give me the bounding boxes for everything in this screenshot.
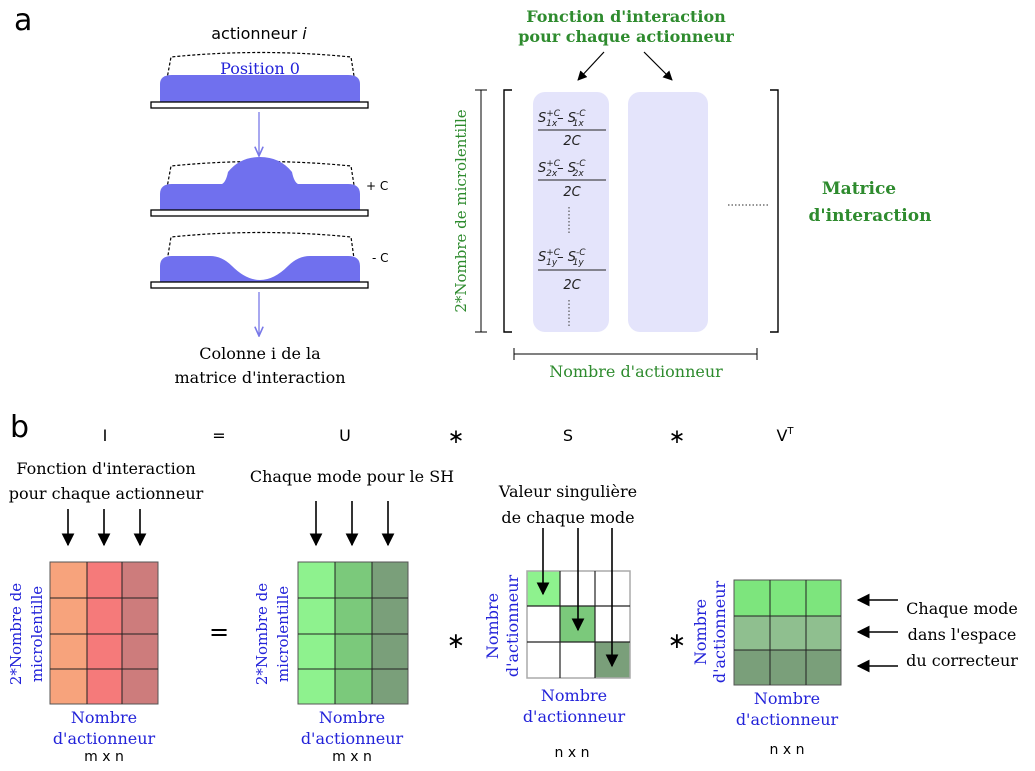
VT-cols-label-1: Nombre: [754, 689, 820, 708]
equation-row: I = U ∗ S ∗ VT: [103, 424, 795, 448]
matrix-bracket-left: [503, 89, 512, 333]
column-caption-line2: matrice d'interaction: [174, 368, 345, 387]
eq-star-2: ∗: [669, 424, 686, 448]
S-cols-label-2: d'actionneur: [523, 707, 626, 726]
matrix-U: [297, 561, 409, 705]
VT-cols-label-2: d'actionneur: [736, 710, 839, 729]
matrix-I: [49, 561, 159, 705]
svg-text:2C: 2C: [563, 278, 581, 293]
U-cols-label-2: d'actionneur: [301, 729, 404, 748]
svg-text:2C: 2C: [563, 185, 581, 200]
singular-arrows: [536, 528, 619, 668]
singular-label-line2: de chaque mode: [501, 508, 634, 527]
matrix-label-line1: Matrice: [822, 179, 896, 199]
eq-I: I: [103, 426, 108, 445]
U-dims: m x n: [332, 749, 372, 765]
matrix-column-2: [628, 92, 708, 332]
I-cols-label-2: d'actionneur: [53, 729, 156, 748]
matrix-bracket-right: [770, 89, 779, 333]
singular-label-line1: Valeur singulière: [498, 482, 637, 501]
cols-label: Nombre d'actionneur: [549, 362, 723, 381]
panel-a-label: a: [14, 3, 32, 38]
position-label: Position 0: [220, 59, 300, 78]
matrix-label-line2: d'interaction: [809, 206, 932, 226]
eq-equals: =: [212, 426, 225, 445]
matrix-star-1: ∗: [447, 629, 465, 654]
cols-bracket: [513, 348, 758, 360]
rows-bracket: [475, 89, 487, 333]
actuator-plus-c: + C: [150, 157, 388, 217]
mode-label: Chaque mode pour le SH: [250, 467, 454, 486]
plus-c-label: + C: [366, 179, 388, 193]
minus-c-label: - C: [372, 251, 389, 265]
svg-text:S+C1x– S-C1x: S+C1x– S-C1x: [538, 109, 586, 129]
svg-text:2C: 2C: [563, 134, 581, 149]
function-arrow-right: [643, 51, 673, 81]
actuator-title: actionneur i: [211, 24, 307, 43]
function-title-line2: pour chaque actionneur: [518, 27, 734, 46]
interaction-label-line1: Fonction d'interaction: [16, 459, 195, 478]
matrix-equals: =: [209, 618, 229, 646]
space-label-line1: Chaque mode: [906, 599, 1018, 618]
matrix-star-2: ∗: [668, 629, 686, 654]
S-cols-label-1: Nombre: [541, 686, 607, 705]
I-dims: m x n: [84, 749, 124, 765]
svg-text:S+C1y– S-C1y: S+C1y– S-C1y: [538, 248, 586, 268]
I-cols-label-1: Nombre: [71, 708, 137, 727]
matrix-VT: [733, 579, 842, 686]
S-rows-label-1: Nombre: [483, 593, 502, 659]
interaction-arrows: [61, 509, 147, 547]
actuator-minus-c: - C: [150, 231, 389, 289]
function-arrow-left: [577, 51, 605, 81]
eq-star-1: ∗: [448, 424, 465, 448]
space-arrows: [856, 593, 898, 673]
eq-VT: VT: [776, 426, 794, 445]
S-rows-label-2: d'actionneur: [503, 574, 522, 677]
I-rows-label-2: microlentille: [28, 586, 46, 682]
VT-rows-label-2: d'actionneur: [710, 580, 729, 683]
U-rows-label-2: microlentille: [274, 586, 292, 682]
space-label-line3: du correcteur: [906, 651, 1018, 670]
function-title-line1: Fonction d'interaction: [526, 7, 726, 26]
interaction-label-line2: pour chaque actionneur: [9, 484, 204, 503]
eq-S: S: [563, 426, 573, 445]
svg-text:S+C2x– S-C2x: S+C2x– S-C2x: [538, 159, 586, 179]
S-dims: n x n: [555, 745, 590, 761]
matrix-column-1: [533, 92, 609, 332]
U-cols-label-1: Nombre: [319, 708, 385, 727]
column-caption-line1: Colonne i de la: [199, 344, 321, 363]
mode-arrows: [309, 501, 395, 547]
actuator-position-zero: Position 0: [150, 51, 369, 109]
space-label-line2: dans l'espace: [908, 625, 1017, 644]
rows-label: 2*Nombre de microlentille: [452, 109, 470, 312]
U-rows-label-1: 2*Nombre de: [253, 583, 271, 685]
VT-dims: n x n: [770, 742, 805, 758]
VT-rows-label-1: Nombre: [691, 599, 710, 665]
eq-U: U: [339, 426, 351, 445]
panel-b-label: b: [10, 410, 29, 445]
I-rows-label-1: 2*Nombre de: [7, 583, 25, 685]
